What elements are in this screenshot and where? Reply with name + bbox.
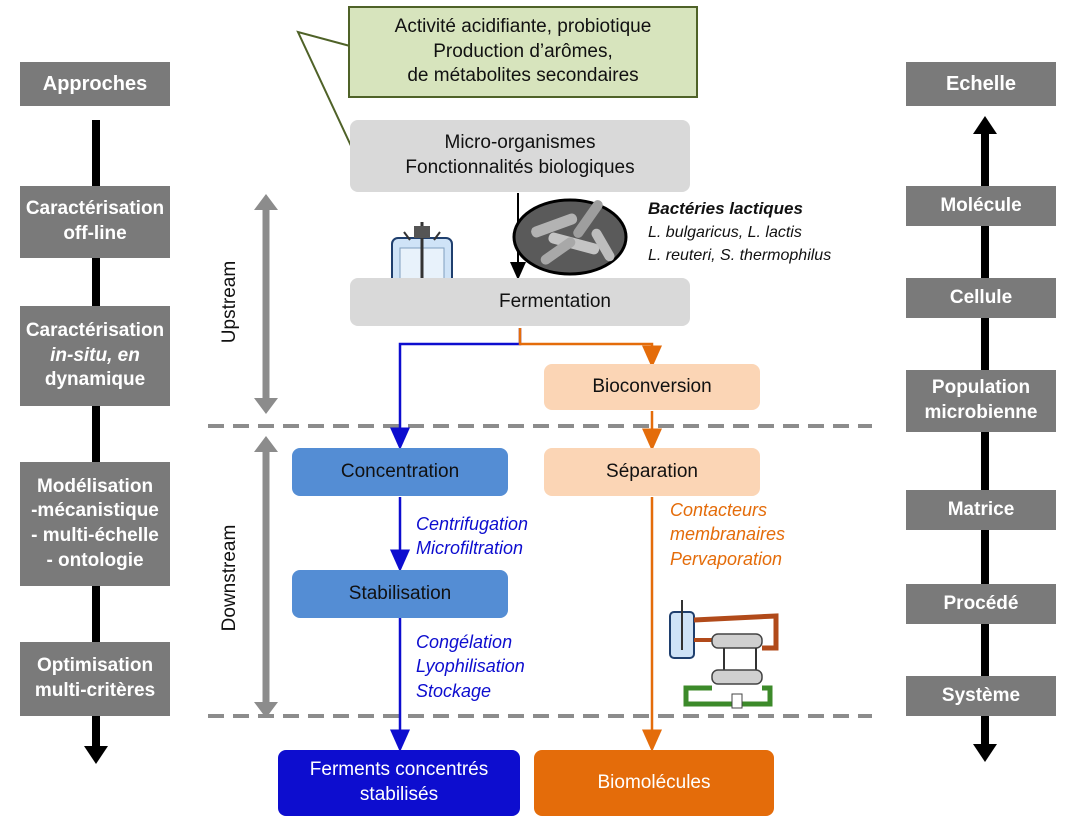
method-item: Contacteurs [670,500,768,520]
approach-offline-characterization: Caractérisation off-line [20,186,170,258]
final-line: Ferments concentrés [309,759,489,781]
approach-label: Optimisation [36,655,154,677]
approach-label: - ontologie [46,549,144,571]
bioconversion-box: Bioconversion [544,364,760,410]
approach-label: - multi-échelle [31,525,159,546]
bacteria-description: Bactéries lactiques L. bulgaricus, L. la… [648,198,888,267]
stabilisation-methods: Congélation Lyophilisation Stockage [416,630,576,703]
callout-connector [296,30,353,149]
approach-label: off-line [63,223,127,244]
method-item: Stockage [416,680,492,701]
approach-label: Caractérisation [25,198,165,220]
method-item: Lyophilisation [416,656,525,677]
callout-line: Production d’arômes, [433,40,613,62]
method-item: Congélation [416,632,513,652]
concentration-methods: Centrifugation Microfiltration [416,512,576,561]
downstream-label: Downstream [219,524,240,632]
approach-label: dynamique [44,369,146,391]
scale-axis-head-top [973,116,997,134]
scale-population: Population microbienne [906,370,1056,432]
upstream-span-head-top [254,194,278,210]
approaches-axis-head [84,746,108,764]
scale-matrix: Matrice [906,490,1056,530]
upstream-span-head-bottom [254,398,278,414]
bacteria-micrograph-icon [512,198,628,276]
scale-process: Procédé [906,584,1056,624]
method-item: Microfiltration [416,538,524,559]
approach-insitu-characterization: Caractérisation in-situ, en dynamique [20,306,170,406]
downstream-span-head-top [254,436,278,452]
micro-line: Micro-organismes [444,132,596,154]
method-item: membranaires [670,524,786,545]
stabilisation-box: Stabilisation [292,570,508,618]
concentration-box: Concentration [292,448,508,496]
method-item: Pervaporation [670,548,783,569]
scale-molecule: Molécule [906,186,1056,226]
fermentation-box: Fermentation [350,278,690,326]
scale-cell: Cellule [906,278,1056,318]
scale-axis-head-bottom [973,744,997,762]
orange-path-split [518,328,662,368]
micro-line: Fonctionnalités biologiques [405,157,635,178]
blue-path-split [390,328,522,450]
scale-header: Echelle [906,62,1056,106]
upstream-label: Upstream [219,260,240,344]
final-biomolecules-box: Biomolécules [534,750,774,816]
method-item: Centrifugation [416,514,529,534]
final-line: stabilisés [359,784,439,805]
pervaporation-setup-icon [669,600,779,709]
approach-label: -mécanistique [31,500,159,522]
bacteria-species: L. bulgaricus, L. lactis [648,223,802,241]
separation-box: Séparation [544,448,760,496]
separation-methods: Contacteurs membranaires Pervaporation [670,498,840,571]
downstream-span-head-bottom [254,702,278,718]
bacteria-title: Bactéries lactiques [648,199,803,218]
micro-organisms-box: Micro-organismes Fonctionnalités biologi… [350,120,690,192]
approach-label: in-situ, en [50,344,140,366]
approach-modelling: Modélisation -mécanistique - multi-échel… [20,462,170,586]
callout-line: Activité acidifiante, probiotique [394,15,652,37]
bacteria-species: L. reuteri, S. thermophilus [648,247,832,265]
approaches-header: Approches [20,62,170,106]
functionality-callout: Activité acidifiante, probiotique Produc… [348,6,698,98]
approach-label: Caractérisation [25,319,165,341]
final-ferments-box: Ferments concentrés stabilisés [278,750,520,816]
scale-system: Système [906,676,1056,716]
approach-label: Modélisation [36,475,154,497]
approach-label: multi-critères [34,680,156,701]
approach-optimisation: Optimisation multi-critères [20,642,170,716]
callout-line: de métabolites secondaires [407,65,639,87]
